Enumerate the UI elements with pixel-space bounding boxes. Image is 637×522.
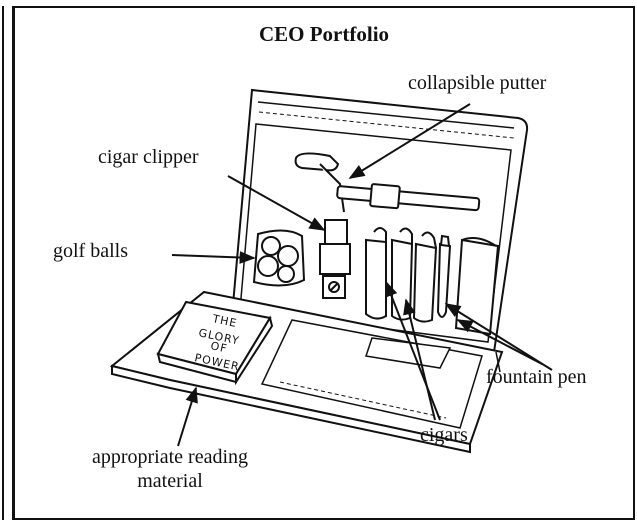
callout-arrows — [171, 103, 553, 447]
label-collapsible-putter: collapsible putter — [408, 72, 547, 94]
cigar-clipper-drawing — [319, 219, 351, 299]
putter-drawing — [294, 152, 481, 213]
pen-arrow-2 — [444, 303, 553, 371]
book-drawing: THE GLORY OF POWER — [156, 300, 274, 386]
label-reading-line1: appropriate reading — [91, 446, 249, 468]
book-title-line3: OF — [209, 339, 228, 355]
putter-arrow — [348, 103, 471, 179]
clipper-arrow — [227, 175, 326, 231]
pen-arrow-1 — [456, 319, 543, 365]
label-golf-balls: golf balls — [53, 240, 128, 262]
golf-balls-arrow — [171, 251, 256, 264]
label-fountain-pen: fountain pen — [486, 366, 587, 388]
figure-title: CEO Portfolio — [258, 22, 390, 46]
reading-arrow — [177, 386, 198, 447]
book-title-line1: THE — [210, 312, 238, 330]
label-cigars: cigars — [420, 424, 468, 446]
label-cigar-clipper: cigar clipper — [98, 146, 199, 168]
left-margin-rule — [2, 6, 4, 520]
label-reading-line2: material — [137, 470, 203, 492]
golf-balls-drawing — [252, 229, 306, 287]
cigars-arrow-1 — [403, 298, 436, 421]
cigars-arrow-2 — [385, 280, 441, 421]
